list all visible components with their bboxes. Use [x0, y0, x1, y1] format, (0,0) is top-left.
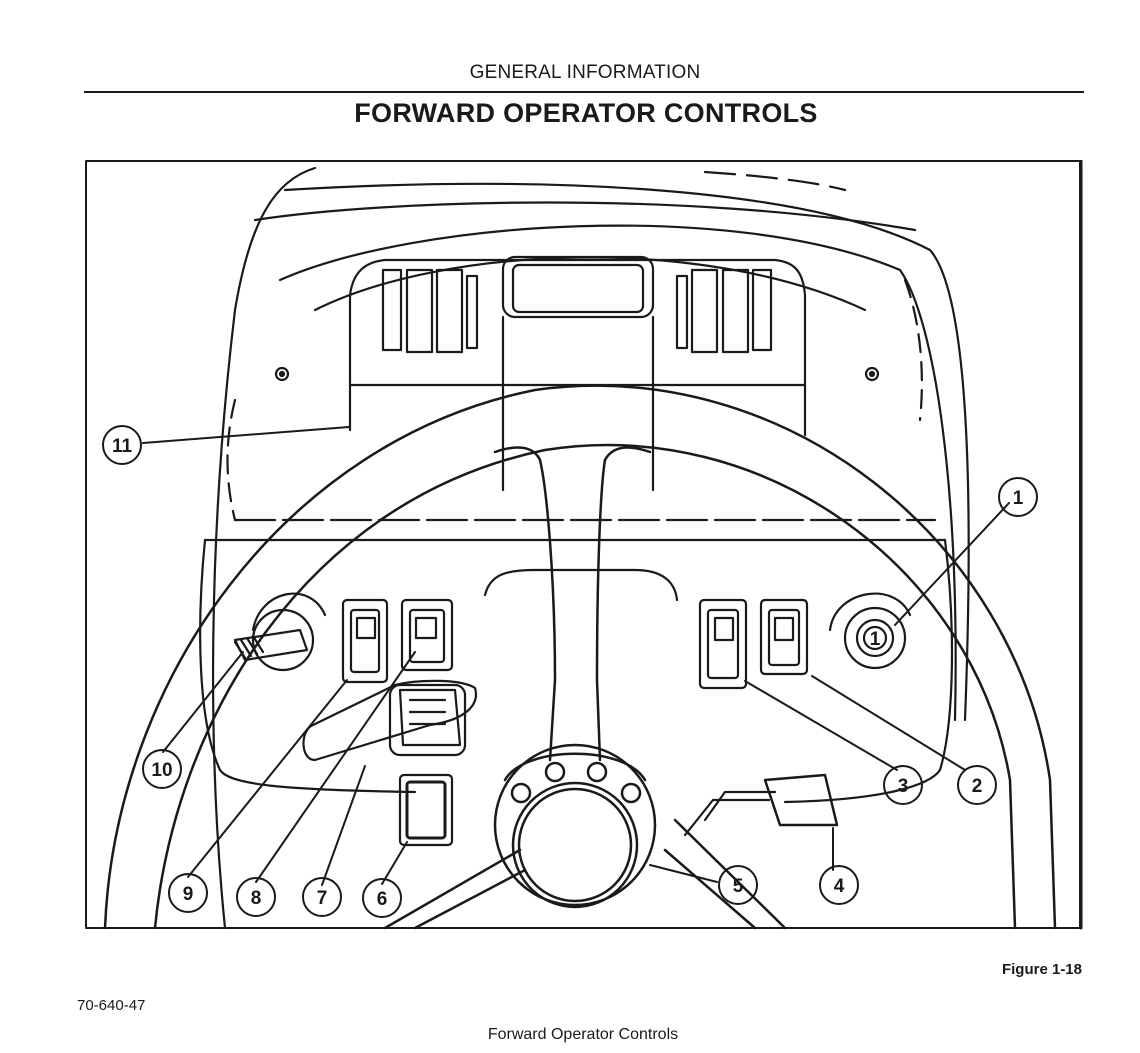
callout-5-label: 5 — [733, 876, 744, 897]
callout-4-label: 4 — [834, 876, 845, 897]
callout-10: 10 — [142, 749, 182, 789]
instrument-cluster — [348, 255, 807, 492]
callout-7: 7 — [302, 877, 342, 917]
callout-1-label: 1 — [1013, 488, 1024, 509]
document-number: 70-640-47 — [77, 997, 146, 1014]
callout-11: 11 — [102, 425, 142, 465]
callout-9-label: 9 — [183, 884, 194, 905]
section-header: GENERAL INFORMATION — [469, 62, 701, 83]
screw-left-icon — [274, 366, 290, 382]
figure-label: Figure 1-18 — [1001, 961, 1082, 978]
callout-9: 9 — [168, 873, 208, 913]
callout-7-label: 7 — [317, 888, 328, 909]
callout-8: 8 — [236, 877, 276, 917]
callout-5: 5 — [718, 865, 758, 905]
callout-2: 2 — [957, 765, 997, 805]
figure-controls-illustration: 1 — [85, 160, 1084, 930]
shift-lever — [302, 679, 478, 762]
screw-right-icon — [864, 366, 880, 382]
ignition-switch: 1 — [828, 592, 912, 670]
callout-1: 1 — [998, 477, 1038, 517]
throttle-lever — [683, 773, 839, 837]
callout-3-label: 3 — [898, 776, 909, 797]
callout-leaders — [142, 426, 1010, 886]
callout-10-label: 10 — [151, 760, 172, 781]
header-rule — [84, 91, 1084, 93]
ignition-switch-label: 1 — [870, 629, 881, 650]
callout-11-label: 11 — [112, 436, 133, 457]
callout-2-label: 2 — [972, 776, 983, 797]
callout-6-label: 6 — [377, 889, 388, 910]
callouts: 11 1 3 2 4 5 6 7 8 9 10 — [102, 425, 1038, 918]
hazard-switch — [398, 773, 454, 847]
callout-3: 3 — [883, 765, 923, 805]
figure-caption: Forward Operator Controls — [487, 1026, 679, 1043]
callout-6: 6 — [362, 878, 402, 918]
lower-dash — [199, 518, 954, 804]
right-rocker-switches — [698, 598, 809, 690]
callout-4: 4 — [819, 865, 859, 905]
left-rocker-switches — [341, 598, 454, 684]
dash-hood — [211, 166, 970, 930]
callout-8-label: 8 — [251, 888, 262, 909]
steering-wheel — [103, 384, 1057, 930]
figure-frame — [85, 160, 1081, 929]
page-title: FORWARD OPERATOR CONTROLS — [354, 98, 818, 128]
